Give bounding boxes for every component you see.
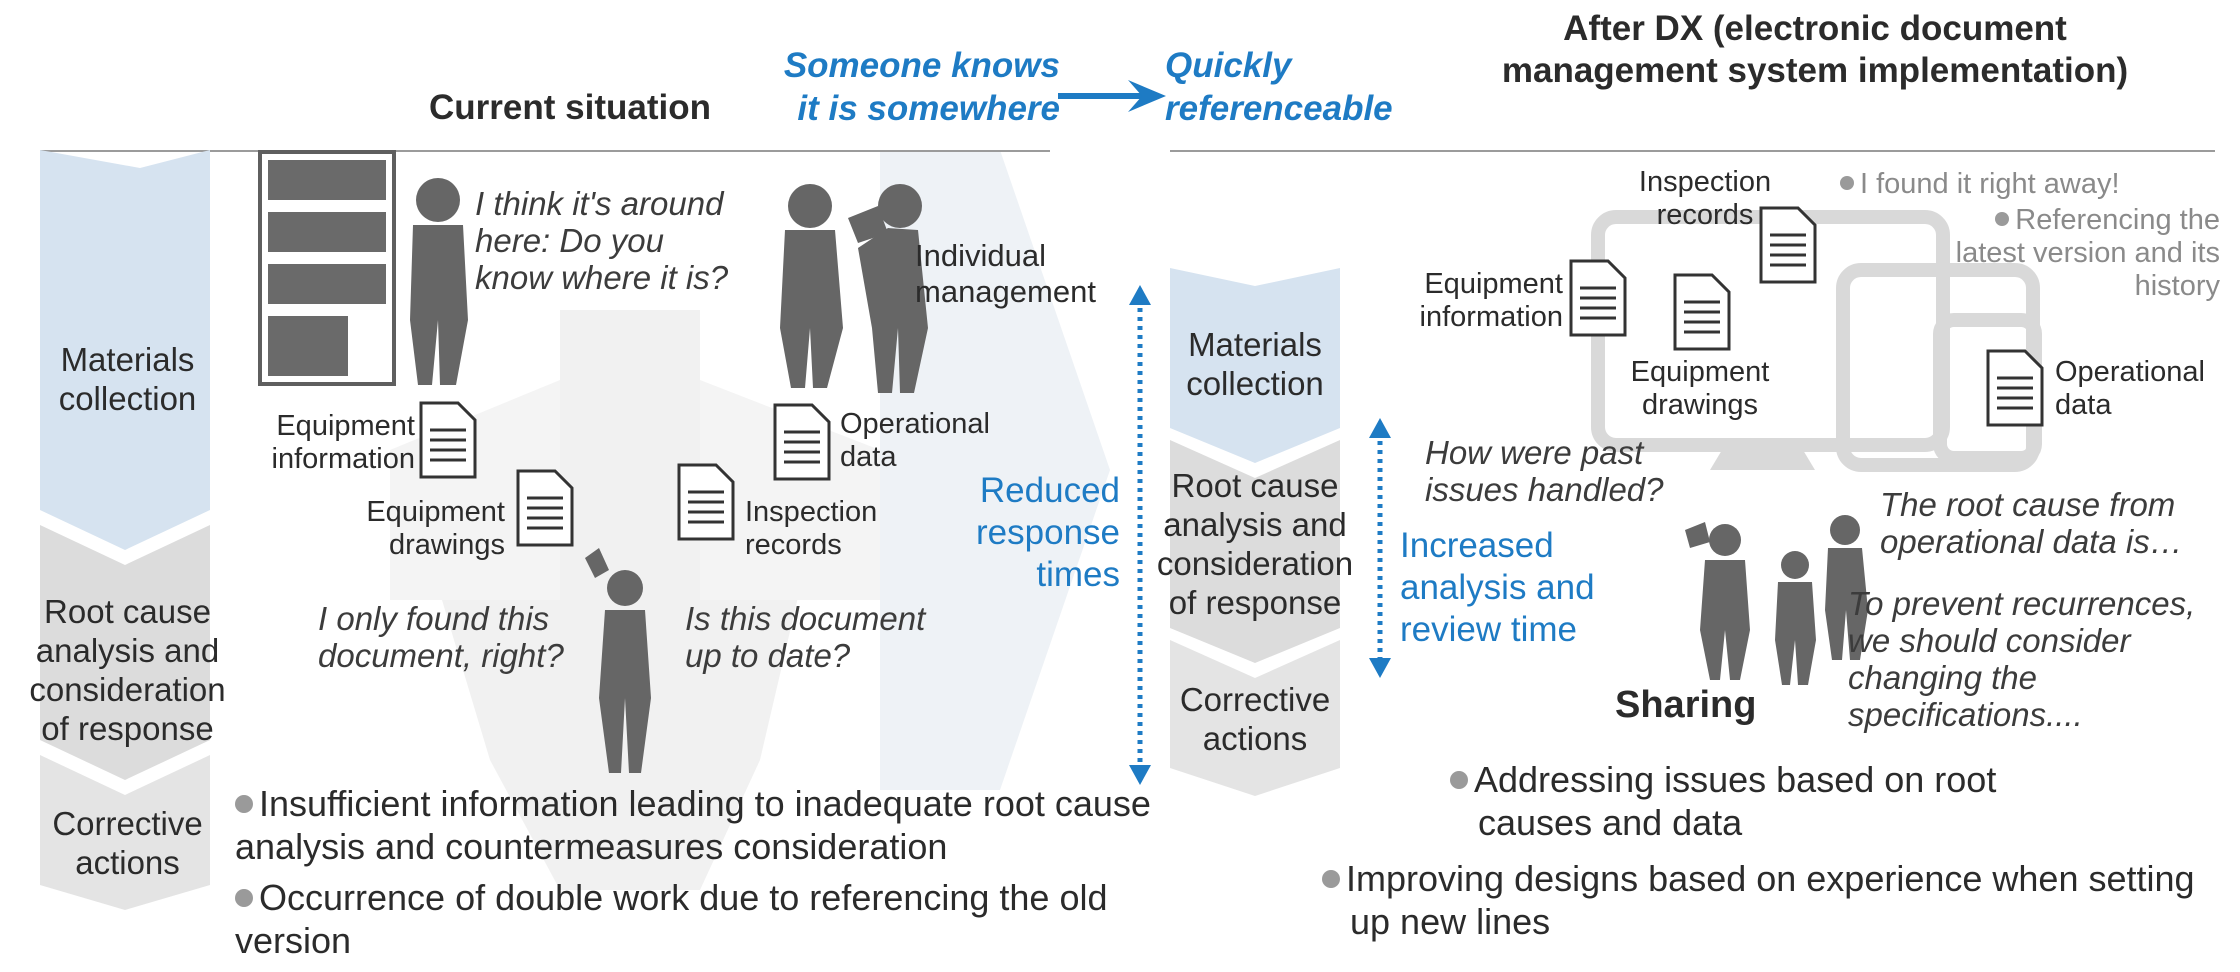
label-equip-draw-right: Equipment drawings	[1630, 356, 1770, 421]
quote-root-cause: The root cause from operational data is…	[1880, 486, 2183, 560]
label-individual-management: Individual management	[915, 238, 1096, 309]
left-bullet-2: Occurrence of double work due to referen…	[235, 877, 1108, 961]
document-icon-operational-left	[773, 403, 831, 481]
right-stage-root-cause: Root cause analysis and consideration of…	[1156, 467, 1354, 621]
right-stage-chevrons	[1170, 268, 1340, 796]
right-divider	[1170, 150, 2215, 152]
reduced-span-arrow	[1129, 285, 1151, 785]
left-bullet-1: Insufficient information leading to inad…	[235, 783, 1151, 867]
bullet-dot-icon	[1995, 212, 2010, 226]
person-silhouette-1	[410, 178, 468, 385]
quote-only-found: I only found this document, right?	[318, 600, 564, 674]
document-icon-equip-info-right	[1569, 259, 1627, 337]
bullet-dot-icon	[1840, 176, 1854, 190]
label-inspection-left: Inspection records	[745, 496, 878, 561]
sharing-people-illustration	[1685, 515, 1868, 685]
quickly-referenceable-label: Quickly referenceable	[1165, 46, 1393, 128]
label-operational-left: Operational data	[840, 408, 990, 473]
increased-analysis-time: Increased analysis and review time	[1400, 526, 1595, 649]
left-stage-materials: Materials collection	[58, 341, 197, 417]
note-latest-version: Referencing the latest version and its h…	[1955, 204, 2220, 302]
quote-up-to-date: Is this document up to date?	[685, 600, 926, 674]
label-operational-right: Operational data	[2055, 356, 2205, 421]
document-icon-equip-info-left	[419, 401, 477, 479]
person-silhouette-3	[848, 184, 928, 393]
sharing-label: Sharing	[1615, 684, 1757, 726]
bookshelf-icon	[258, 150, 396, 386]
left-stage-chevrons	[40, 150, 210, 910]
increased-span-arrow	[1369, 418, 1391, 678]
reduced-response-times: Reduced response times	[976, 471, 1120, 594]
label-equip-info-left: Equipment information	[271, 410, 415, 475]
left-divider	[40, 150, 1050, 152]
right-stage-materials: Materials collection	[1186, 326, 1324, 402]
document-icon-inspection-left	[677, 463, 735, 541]
label-inspection-right: Inspection records	[1638, 166, 1772, 231]
quote-past-issues: How were past issues handled?	[1425, 434, 1664, 508]
document-icon-inspection-right	[1759, 206, 1817, 284]
person-silhouette-2	[780, 184, 843, 388]
quote-prevent: To prevent recurrences, we should consid…	[1848, 585, 2196, 733]
note-found-right-away: I found it right away!	[1840, 168, 2160, 201]
person-silhouette-4	[585, 548, 651, 773]
quote-around-here: I think it's around here: Do you know wh…	[475, 185, 729, 296]
bullet-dot-icon	[1322, 870, 1340, 888]
document-icon-equip-draw-left	[516, 469, 574, 547]
after-dx-title: After DX (electronic document management…	[1501, 9, 2129, 90]
someone-knows-label: Someone knows it is somewhere	[783, 46, 1060, 128]
left-stage-root-cause: Root cause analysis and consideration of…	[29, 593, 226, 747]
label-equip-info-right: Equipment information	[1419, 268, 1563, 333]
right-bullet-1: Addressing issues based on root causes a…	[1450, 758, 2118, 844]
right-bullet-2: Improving designs based on experience wh…	[1322, 857, 2230, 943]
left-stage-corrective: Corrective actions	[52, 805, 203, 881]
document-icon-equip-draw-right	[1673, 273, 1731, 351]
bullet-dot-icon	[1450, 771, 1468, 789]
right-stage-corrective: Corrective actions	[1179, 681, 1331, 757]
current-situation-title: Current situation	[429, 88, 711, 127]
bullet-dot-icon	[235, 889, 253, 907]
document-icon-operational-right	[1986, 349, 2044, 427]
arrow-right-icon	[1058, 80, 1166, 112]
bullet-dot-icon	[235, 795, 253, 813]
label-equip-draw-left: Equipment drawings	[366, 496, 505, 561]
